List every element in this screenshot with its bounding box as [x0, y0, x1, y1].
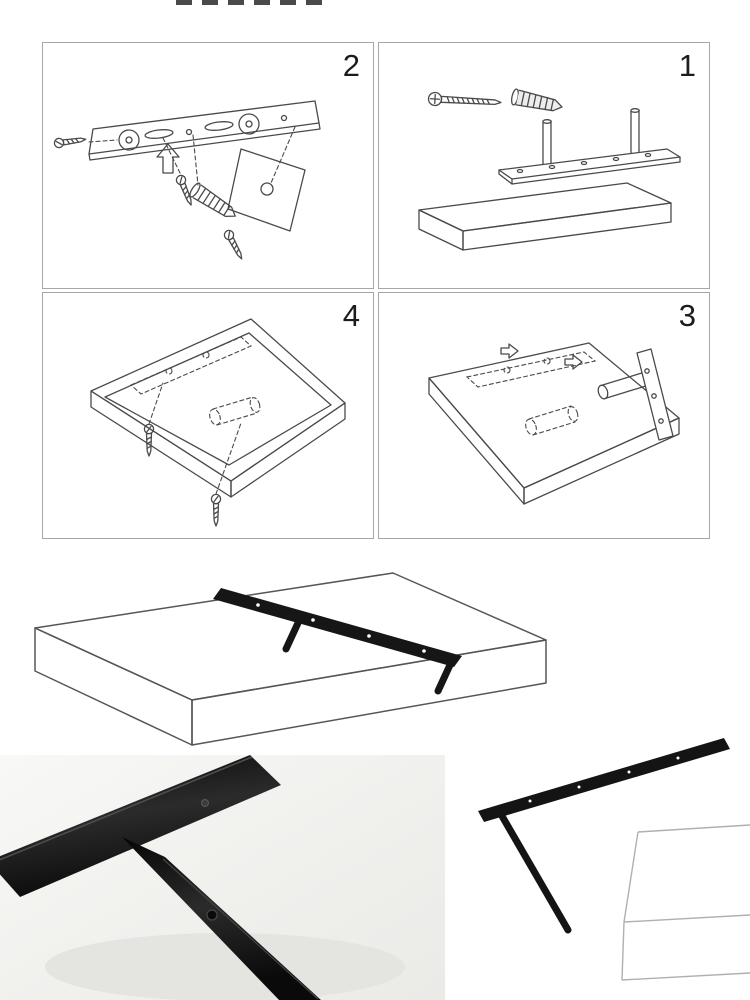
bracket-plate-with-rods	[498, 108, 681, 185]
bracket-bar-edge	[636, 348, 674, 441]
hidden-rod-outline	[525, 405, 579, 436]
step-4-illustration	[90, 318, 346, 527]
bracket-leg	[498, 812, 572, 934]
step-number: 1	[678, 48, 696, 83]
arrow-right-icon	[500, 343, 519, 359]
bracket-leg-photo	[122, 837, 321, 1000]
hidden-bracket-outline	[129, 336, 253, 395]
screw-icon	[223, 229, 243, 260]
guide-line	[88, 139, 118, 143]
bolt-hole	[206, 909, 218, 921]
shelf-board	[418, 182, 672, 251]
wall-bracket	[213, 588, 462, 695]
screw-icon	[427, 91, 502, 107]
bracket-closeup-photo	[0, 755, 445, 1000]
bracket-closeup-drawing	[0, 755, 405, 1000]
guide-line	[215, 422, 242, 495]
bracket-rod	[597, 371, 650, 400]
bracket-side-figure	[478, 738, 730, 934]
step-number: 2	[342, 48, 360, 83]
hidden-bracket-outline	[465, 351, 597, 388]
step-number: 4	[342, 298, 360, 333]
bracket-plate	[227, 126, 306, 232]
step-panel-2: 2	[42, 42, 374, 289]
step-panel-3: 3	[378, 292, 710, 539]
step-2-illustration	[53, 100, 321, 260]
drilling-template-bar	[88, 100, 321, 161]
wall-plug-icon	[510, 88, 563, 112]
screw-icon	[210, 493, 222, 527]
step-1-illustration	[418, 88, 681, 251]
arrow-right-icon	[564, 354, 583, 370]
hidden-rod-outline	[209, 396, 261, 426]
guide-line	[192, 134, 199, 186]
bracket-bar-photo	[0, 755, 281, 897]
cropped-print-marks	[176, 0, 324, 5]
screw-icon	[143, 423, 155, 457]
guide-line	[162, 137, 182, 176]
shelf-open-frame	[90, 318, 346, 498]
step-panel-4: 4	[42, 292, 374, 539]
guide-line	[148, 382, 164, 425]
bolt-hole	[201, 799, 209, 807]
screw-icon	[175, 174, 192, 206]
screw-icon	[53, 137, 87, 149]
shelf-board	[428, 342, 680, 505]
step-3-illustration	[428, 342, 680, 505]
up-arrow-icon	[156, 143, 180, 174]
bracket-bar	[478, 738, 730, 822]
shelf-board	[34, 572, 547, 746]
step-panel-1: 1	[378, 42, 710, 289]
shelf-corner-figure	[621, 824, 750, 981]
shelf-with-bracket-figure	[34, 572, 547, 746]
wall-plug-icon	[189, 182, 236, 218]
soft-shadow	[45, 933, 405, 1000]
step-number: 3	[678, 298, 696, 333]
